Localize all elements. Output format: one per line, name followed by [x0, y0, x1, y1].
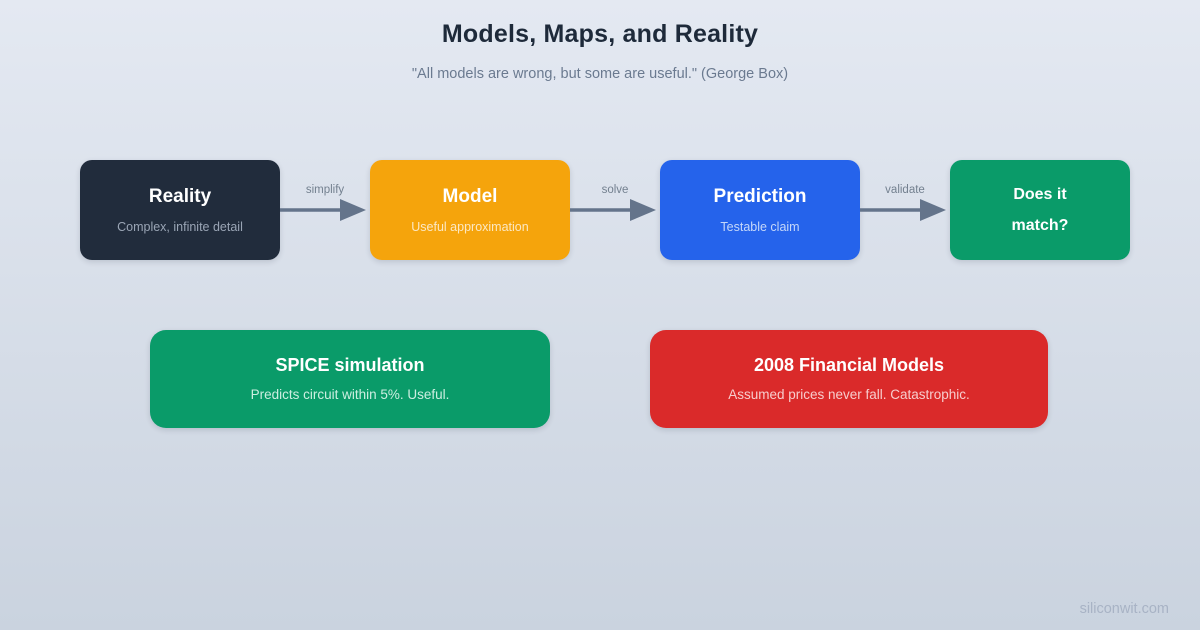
example-spice-subtitle: Predicts circuit within 5%. Useful. — [250, 387, 450, 402]
arrow-solve: solve — [570, 184, 660, 230]
node-reality-subtitle: Complex, infinite detail — [117, 219, 243, 234]
example-financial-subtitle: Assumed prices never fall. Catastrophic. — [728, 387, 970, 402]
arrow-right-icon — [860, 199, 946, 221]
node-model: Model Useful approximation — [370, 160, 570, 260]
page-title: Models, Maps, and Reality — [441, 20, 759, 48]
example-2008-financial-models: 2008 Financial Models Assumed prices nev… — [650, 330, 1048, 428]
node-does-it-match: Does it match? — [950, 160, 1130, 260]
node-model-title: Model — [442, 185, 498, 207]
node-does-it-match-title: Does it match? — [1011, 186, 1069, 234]
node-prediction-subtitle: Testable claim — [720, 219, 800, 234]
node-reality: Reality Complex, infinite detail — [80, 160, 280, 260]
node-prediction: Prediction Testable claim — [660, 160, 860, 260]
example-spice-title: SPICE simulation — [275, 355, 425, 375]
arrow-simplify: simplify — [280, 184, 370, 230]
node-model-subtitle: Useful approximation — [411, 219, 529, 234]
arrow-validate-label: validate — [885, 184, 925, 196]
node-reality-title: Reality — [148, 185, 212, 207]
quote-subtitle: "All models are wrong, but some are usef… — [411, 66, 789, 82]
arrow-right-icon — [570, 199, 656, 221]
arrow-right-icon — [280, 199, 366, 221]
node-prediction-title: Prediction — [713, 185, 807, 207]
arrow-simplify-label: simplify — [305, 184, 345, 196]
arrow-validate: validate — [860, 184, 950, 230]
example-spice-simulation: SPICE simulation Predicts circuit within… — [150, 330, 550, 428]
arrow-solve-label: solve — [601, 184, 629, 196]
watermark: siliconwit.com — [1079, 601, 1169, 617]
example-financial-title: 2008 Financial Models — [753, 355, 945, 375]
